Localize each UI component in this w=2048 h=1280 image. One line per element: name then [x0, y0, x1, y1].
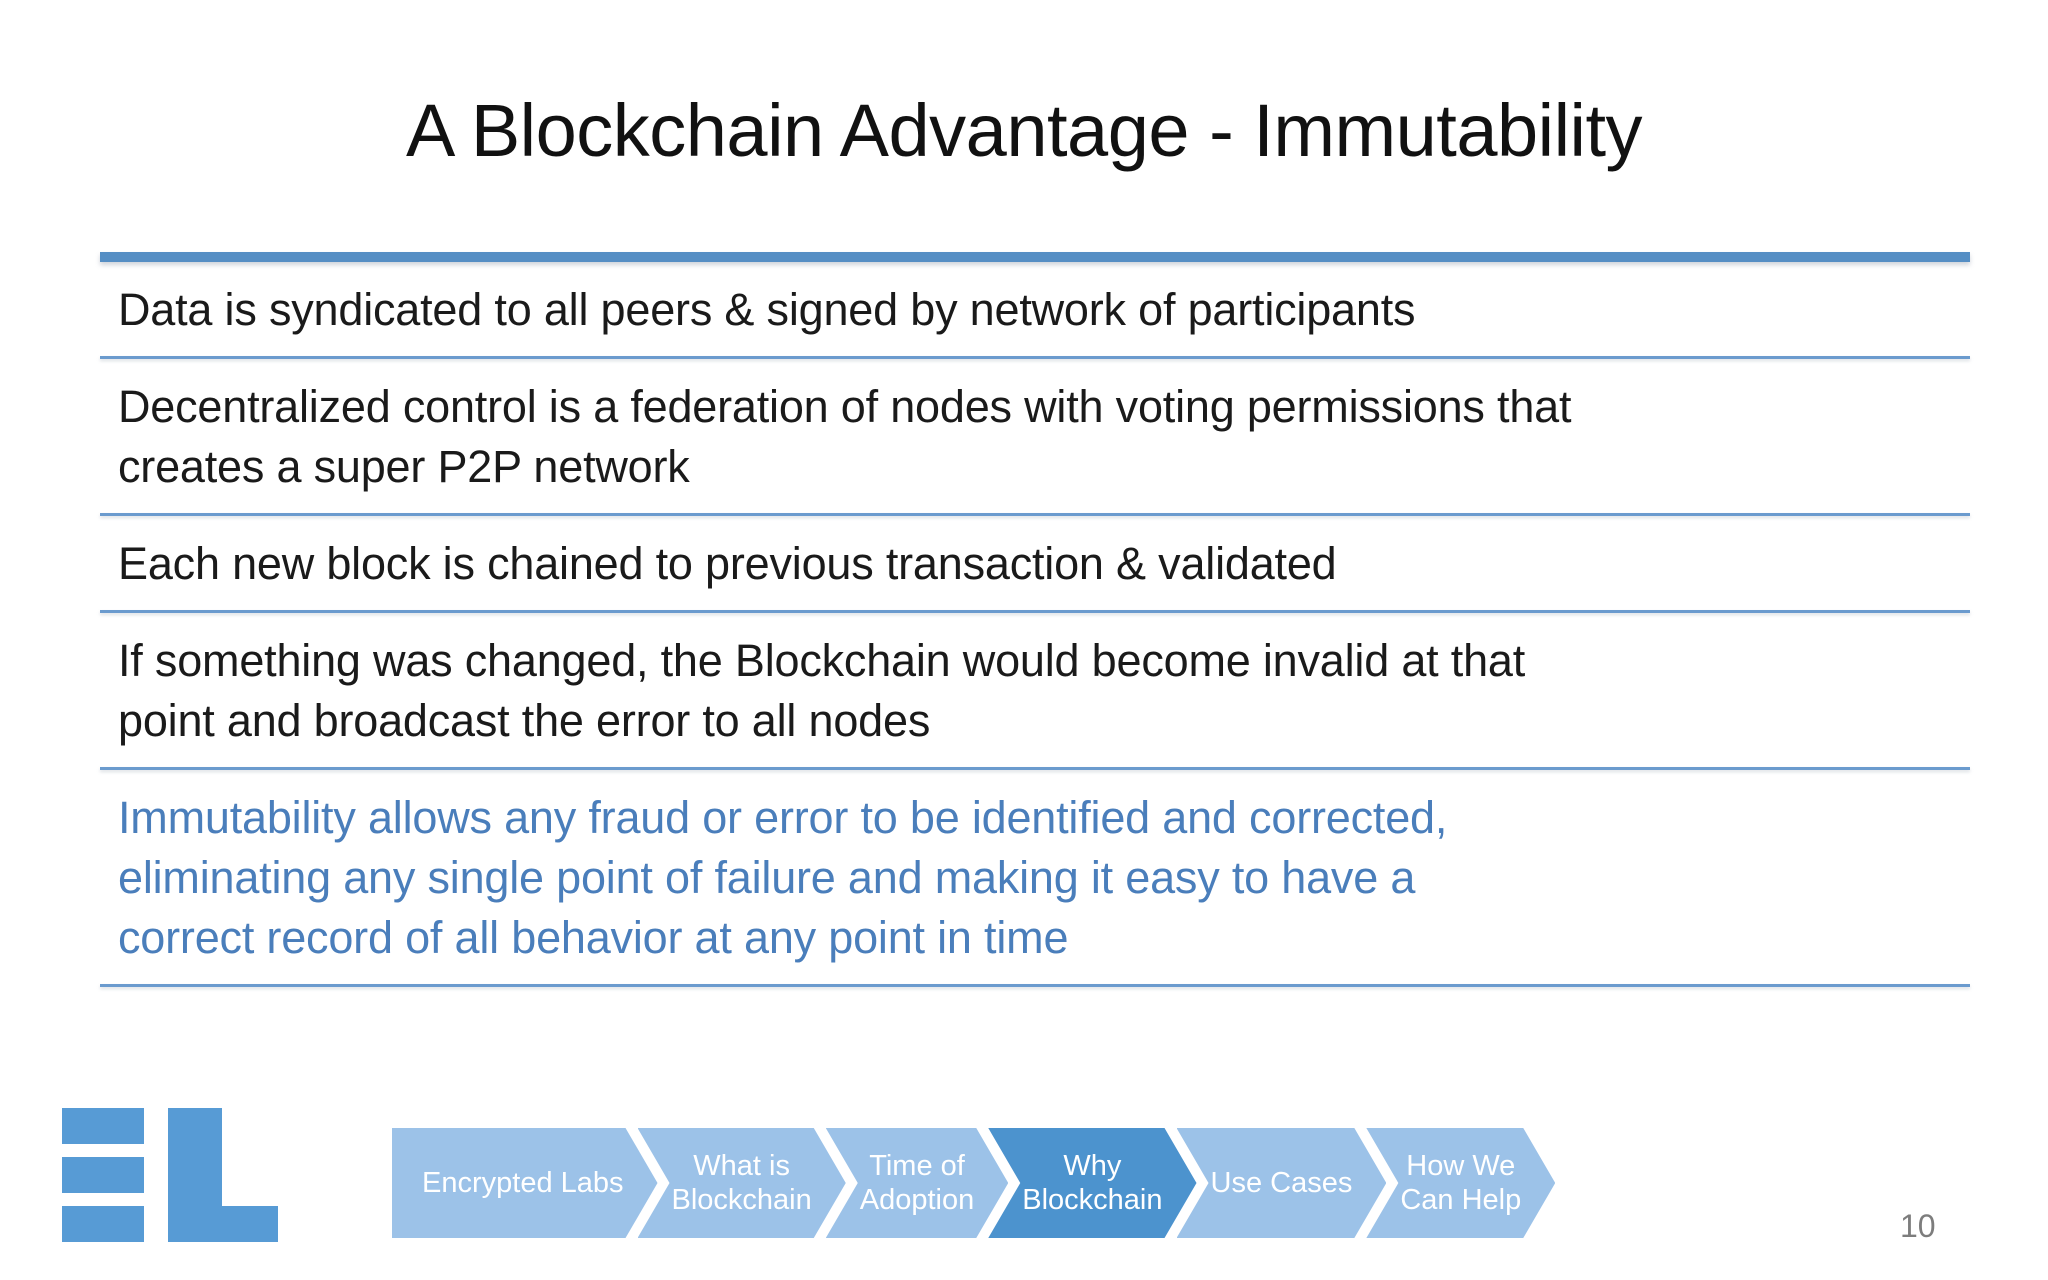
divider-rule [100, 984, 1970, 987]
divider-rule [100, 513, 1970, 516]
bullet-list: Data is syndicated to all peers & signed… [100, 252, 1970, 987]
nav-chevron-label: Can Help [1400, 1184, 1522, 1216]
bullet-each-new-block: Each new block is chained to previous tr… [100, 516, 1970, 610]
bullet-line: point and broadcast the error to all nod… [118, 695, 931, 746]
bullet-data-syndicated: Data is syndicated to all peers & signed… [100, 262, 1970, 356]
divider-rule [100, 610, 1970, 613]
bullet-line: eliminating any single point of failure … [118, 852, 1416, 903]
nav-chevron-use-cases[interactable]: Use Cases [1177, 1128, 1387, 1238]
bullet-line: creates a super P2P network [118, 441, 690, 492]
nav-chevron-label: How We [1406, 1150, 1516, 1182]
bullet-if-something-changed: If something was changed, the Blockchain… [100, 613, 1970, 767]
bullet-immutability-summary: Immutability allows any fraud or error t… [100, 770, 1970, 984]
nav-chevron-label: What is [693, 1150, 790, 1182]
bullet-line: If something was changed, the Blockchain… [118, 635, 1526, 686]
nav-chevron-label: Blockchain [1022, 1184, 1163, 1216]
bullet-line: Decentralized control is a federation of… [118, 381, 1572, 432]
page-title: A Blockchain Advantage - Immutability [405, 89, 1643, 172]
nav-chevron-label: Adoption [859, 1184, 975, 1216]
nav-chevron-label: Use Cases [1210, 1167, 1353, 1199]
divider-rule [100, 252, 1970, 262]
nav-chevron-label-stack: Encrypted Labs [422, 1166, 624, 1200]
nav-chevron-label: Blockchain [671, 1184, 812, 1216]
logo-l-foot [168, 1206, 278, 1242]
bullet-line: Each new block is chained to previous tr… [118, 538, 1337, 589]
bullet-line: Data is syndicated to all peers & signed… [118, 284, 1416, 335]
nav-chevron-label-stack: Use Cases [1211, 1166, 1353, 1200]
logo-bar-middle [62, 1157, 144, 1193]
nav-chevron-encrypted-labs[interactable]: Encrypted Labs [392, 1128, 658, 1238]
encrypted-labs-logo [62, 1108, 278, 1242]
bullet-line: Immutability allows any fraud or error t… [118, 792, 1448, 843]
nav-chevron-label: Encrypted Labs [422, 1167, 624, 1199]
logo-bar-top [62, 1108, 144, 1144]
bullet-decentralized-control: Decentralized control is a federation of… [100, 359, 1970, 513]
divider-rule [100, 356, 1970, 359]
divider-rule [100, 767, 1970, 770]
nav-chevron-label: Time of [869, 1150, 965, 1182]
page-number: 10 [1900, 1208, 1936, 1244]
logo-bar-bottom [62, 1206, 144, 1242]
bullet-line: correct record of all behavior at any po… [118, 912, 1069, 963]
nav-chevron-label: Why [1063, 1150, 1122, 1182]
